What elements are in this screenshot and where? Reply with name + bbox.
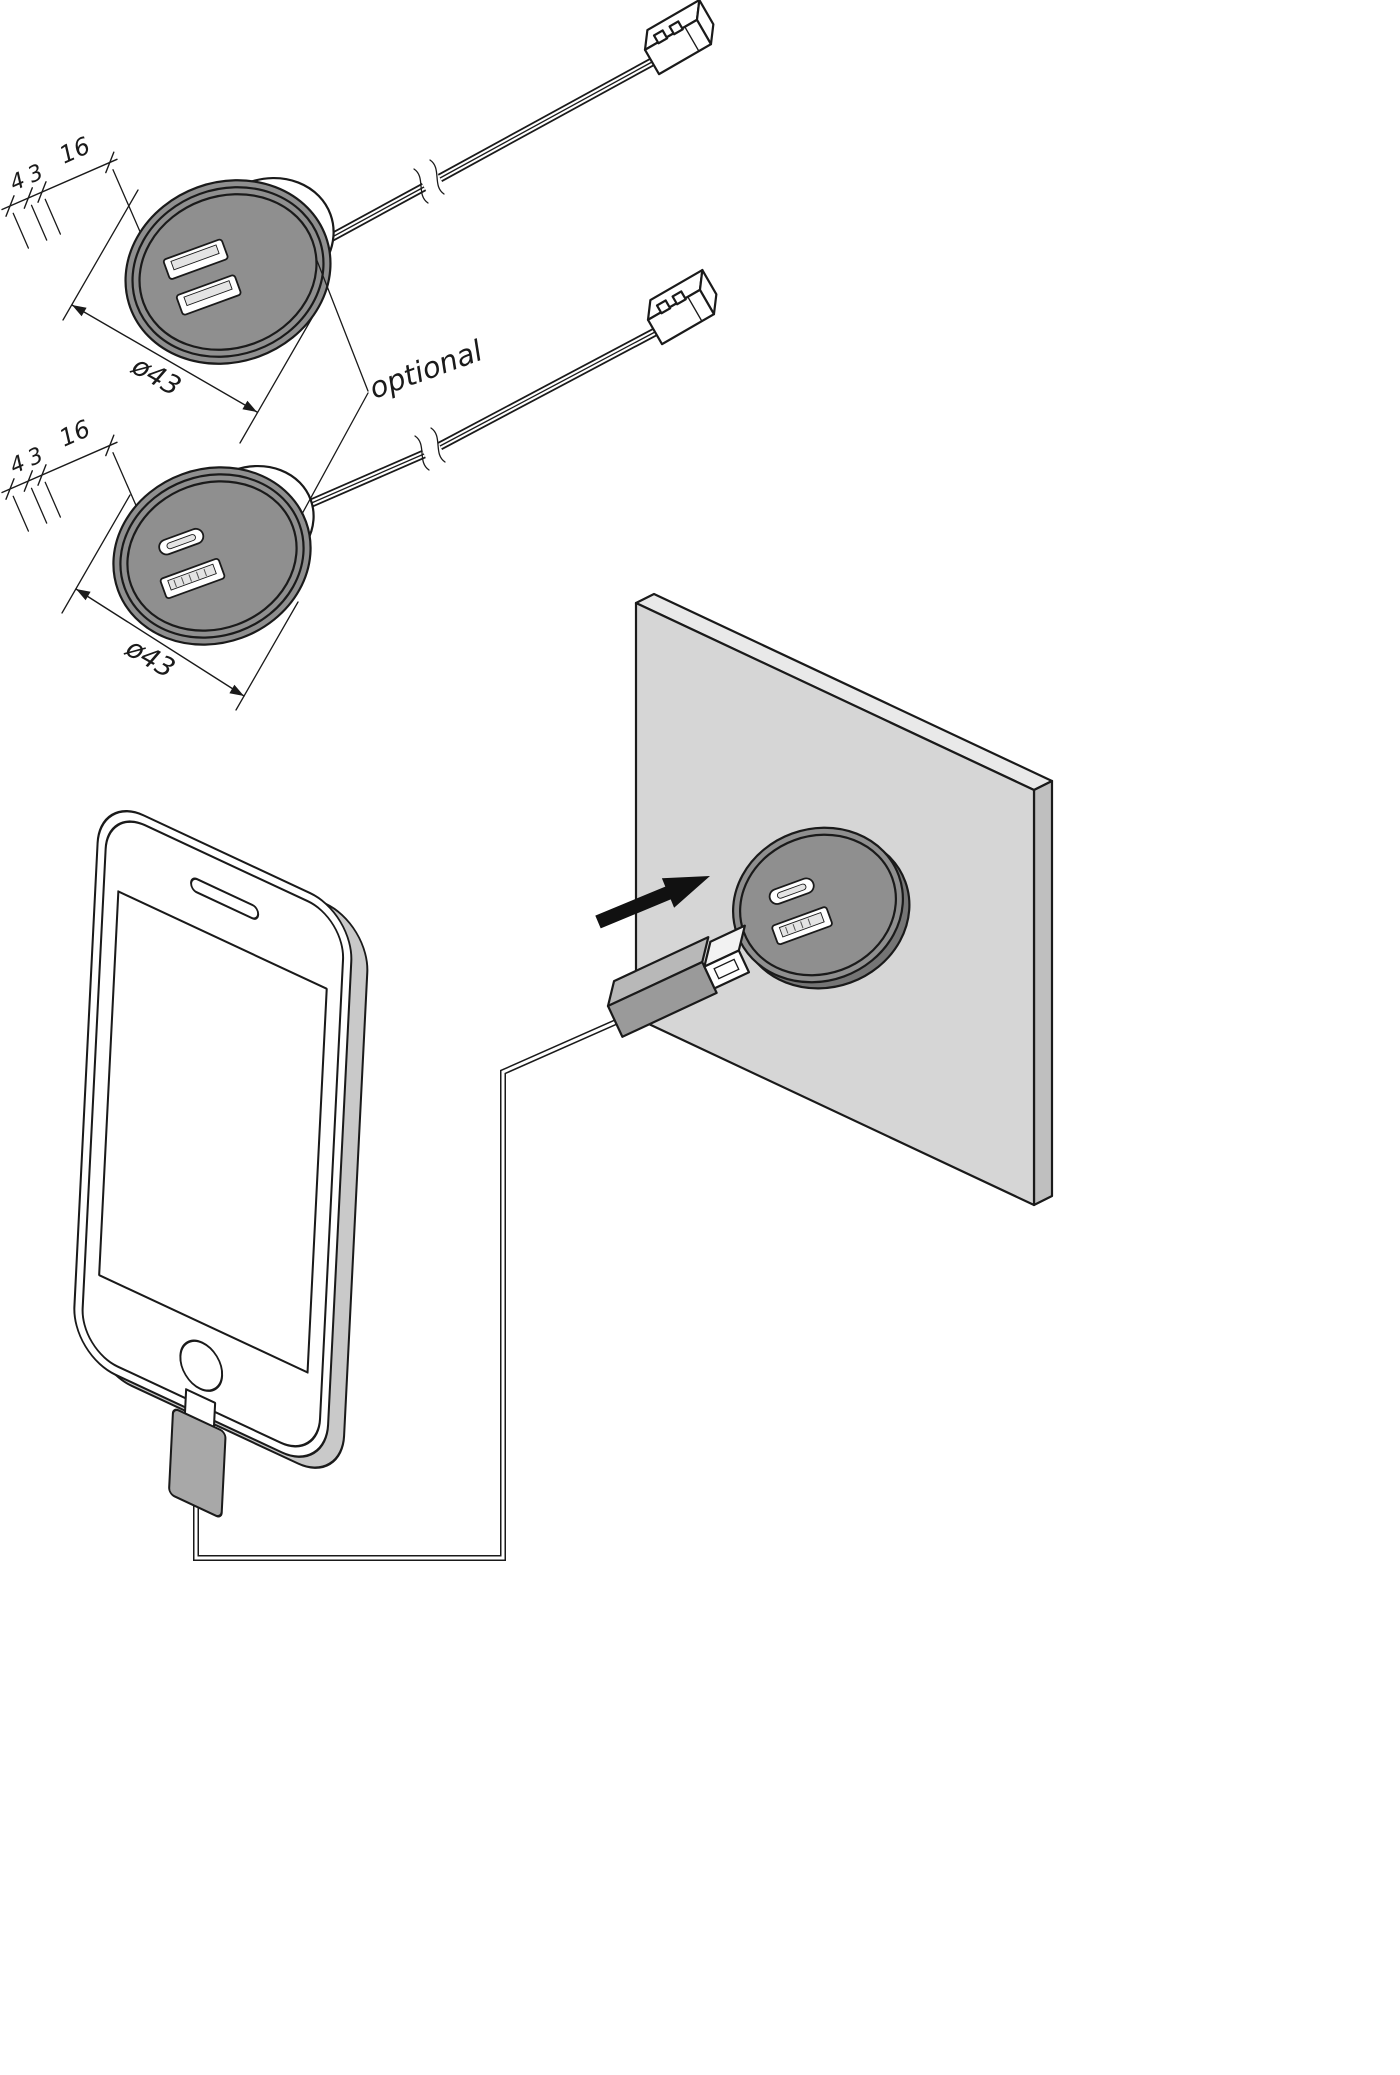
- dim-16-bottom: 16: [55, 414, 94, 452]
- usb-socket-double-a: [124, 176, 335, 365]
- latch-tooth: [668, 20, 684, 36]
- socket-face: [124, 179, 332, 365]
- dim-dia43-top: ø43: [126, 350, 186, 403]
- charging-plug-body: [168, 1408, 227, 1518]
- cable-break-mark: [429, 159, 445, 195]
- ribbon-cable-bottom: [298, 328, 658, 513]
- usb-socket-c-and-a: [112, 464, 315, 646]
- socket-face: [112, 466, 312, 646]
- wire-connector-bottom: [646, 268, 718, 346]
- dim-3-bottom: 3: [24, 443, 47, 472]
- dimension-chain-bottom: 4 3 16: [1, 414, 143, 532]
- dim-4-bottom: 4: [6, 451, 29, 480]
- phone-screen: [98, 890, 328, 1374]
- dimension-chain-top: 4 3 16: [1, 131, 143, 249]
- dim-4-top: 4: [6, 168, 29, 197]
- phone: [73, 809, 353, 1518]
- optional-label: optional: [365, 333, 487, 405]
- latch-tooth: [655, 299, 672, 315]
- panel-side-edge: [1032, 779, 1054, 1207]
- latch-tooth: [671, 290, 687, 306]
- usb-a-port: [162, 238, 229, 280]
- usb-plug: [606, 924, 751, 1038]
- usb-a-port: [159, 557, 226, 600]
- plug-metal-tip: [703, 949, 751, 990]
- insertion-arrow: [595, 876, 710, 929]
- cable-break-mark: [414, 435, 430, 471]
- charging-cable: [193, 1019, 618, 1561]
- cable-break-mark: [430, 427, 446, 463]
- dim-16-top: 16: [55, 131, 94, 169]
- usb-c-port: [158, 527, 205, 556]
- dim-arrow: [76, 589, 91, 601]
- phone-speaker: [190, 877, 260, 920]
- dim-3-top: 3: [24, 160, 47, 189]
- ribbon-cable-top: [309, 58, 655, 252]
- phone-home-button: [179, 1339, 224, 1392]
- wire-connector-top: [643, 0, 715, 76]
- plug-tip-slot: [713, 958, 740, 980]
- dim-arrow: [229, 684, 244, 696]
- dim-arrow: [72, 305, 87, 317]
- usb-a-port: [175, 274, 242, 316]
- latch-tooth: [652, 29, 669, 45]
- dim-arrow: [242, 400, 257, 412]
- optional-annotation: optional: [301, 257, 487, 515]
- usb-c-port: [768, 877, 815, 905]
- usb-a-port: [771, 906, 833, 946]
- cable-break-mark: [413, 168, 429, 204]
